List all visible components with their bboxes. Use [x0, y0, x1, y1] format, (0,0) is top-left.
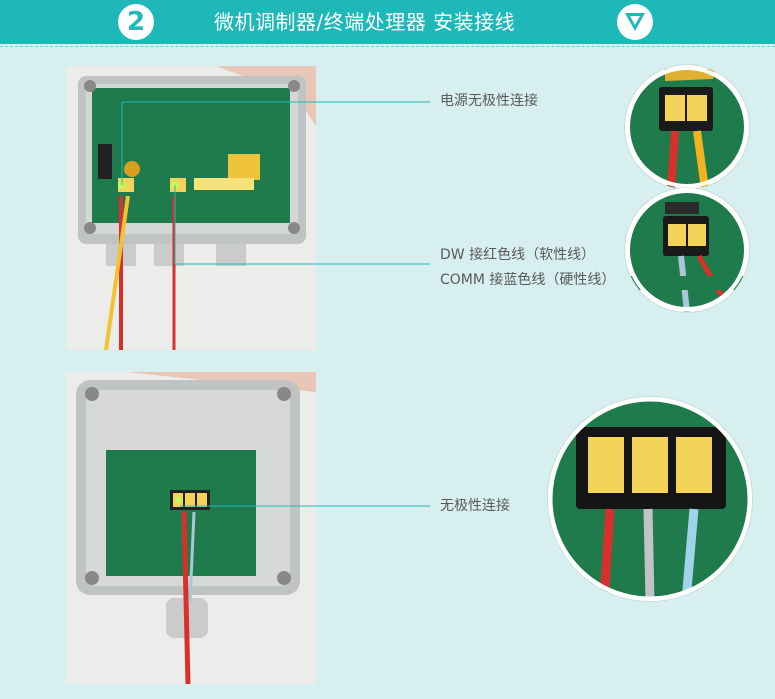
section-header: 2 微机调制器/终端处理器 安装接线: [0, 0, 775, 44]
callout-power-connection: 电源无极性连接: [440, 93, 538, 109]
zoom-dw-comm-terminal: [625, 188, 749, 312]
step-number-badge: 2: [118, 4, 154, 40]
zoom-non-polar-terminal: [548, 397, 752, 601]
dashed-divider: [0, 46, 775, 47]
expand-toggle-button[interactable]: [617, 4, 653, 40]
callout-non-polar-connection: 无极性连接: [440, 498, 510, 514]
zoom-power-terminal: [625, 65, 749, 189]
terminal-processor-photo: [66, 372, 316, 684]
section-title: 微机调制器/终端处理器 安装接线: [214, 10, 516, 34]
chevron-down-icon: [625, 13, 645, 31]
callout-dw-red-wire: DW 接红色线（软性线）: [440, 247, 596, 263]
callout-comm-blue-wire: COMM 接蓝色线（硬性线）: [440, 272, 616, 288]
controller-box-photo: [66, 66, 316, 350]
